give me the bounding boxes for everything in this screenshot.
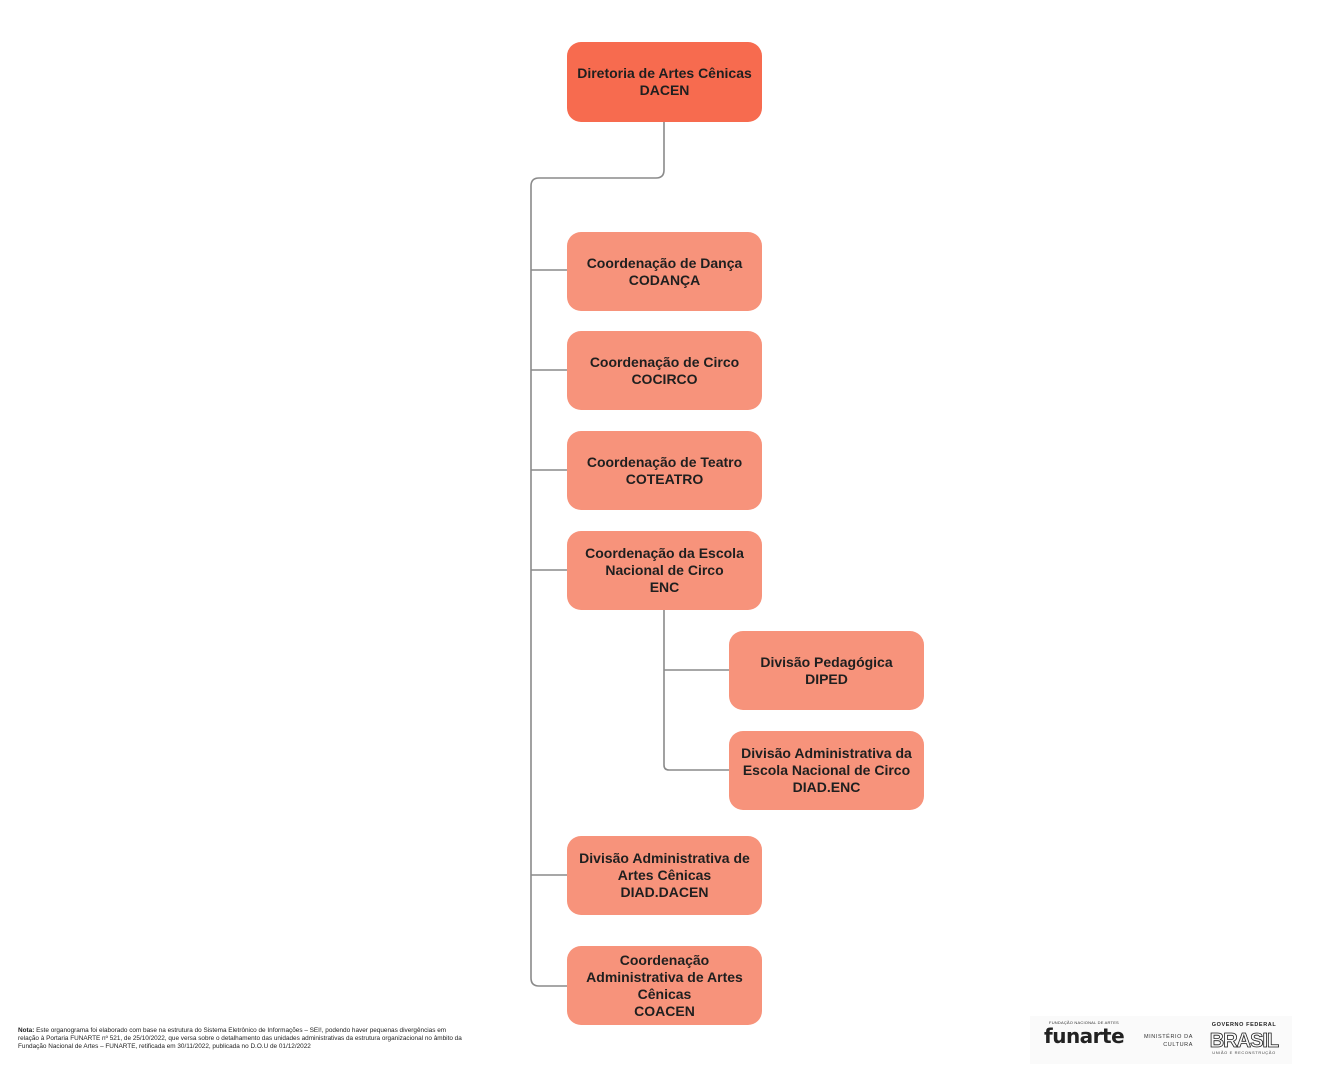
- ministry-logo: MINISTÉRIO DA CULTURA: [1137, 1033, 1193, 1049]
- node-diped-name: Divisão Pedagógica: [760, 653, 893, 670]
- node-diad-dacen: Divisão Administrativa de Artes Cênicas …: [567, 836, 762, 915]
- node-enc: Coordenação da Escola Nacional de Circo …: [567, 531, 762, 610]
- connector-root-trunk: [530, 122, 665, 987]
- node-diad-enc: Divisão Administrativa da Escola Naciona…: [729, 731, 924, 810]
- node-enc-name-1: Coordenação da Escola: [585, 545, 744, 561]
- node-coacen-name-2: Administrativa de Artes: [586, 968, 743, 985]
- government-logo-bottom: UNIÃO E RECONSTRUÇÃO: [1212, 1050, 1276, 1055]
- node-diad-enc-name-2: Escola Nacional de Circo: [742, 762, 911, 778]
- node-diad-dacen-acronym: DIAD.DACEN: [620, 884, 709, 900]
- node-codanca-acronym: CODANÇA: [628, 271, 701, 288]
- node-dacen-acronym: DACEN: [639, 82, 690, 98]
- node-enc-acronym: ENC: [649, 579, 680, 595]
- node-coteatro: Coordenação de Teatro COTEATRO: [567, 431, 762, 510]
- node-cocirco: Coordenação de Circo COCIRCO: [567, 331, 762, 410]
- ministry-line-1: MINISTÉRIO DA: [1143, 1034, 1193, 1040]
- footnote-label: Nota:: [18, 1027, 35, 1034]
- node-diped-acronym: DIPED: [805, 670, 848, 687]
- funarte-logo: FUNDAÇÃO NACIONAL DE ARTES funarte: [1044, 1020, 1125, 1048]
- node-diped: Divisão Pedagógica DIPED: [729, 631, 924, 710]
- funarte-logo-subtitle: FUNDAÇÃO NACIONAL DE ARTES: [1049, 1020, 1119, 1025]
- node-dacen: Diretoria de Artes Cênicas DACEN: [567, 42, 762, 122]
- node-coacen-acronym: COACEN: [634, 1002, 695, 1019]
- connector-enc-trunk: [663, 610, 729, 771]
- node-codanca-name: Coordenação de Dança: [586, 254, 743, 271]
- node-cocirco-name: Coordenação de Circo: [589, 353, 740, 370]
- node-dacen-name: Diretoria de Artes Cênicas: [577, 65, 752, 81]
- node-coteatro-acronym: COTEATRO: [625, 470, 704, 487]
- node-diad-dacen-name-1: Divisão Administrativa de: [579, 850, 750, 866]
- node-diad-dacen-name-2: Artes Cênicas: [617, 867, 712, 883]
- node-diad-enc-acronym: DIAD.ENC: [792, 779, 861, 795]
- node-coteatro-name: Coordenação de Teatro: [586, 453, 743, 470]
- government-logo-top: GOVERNO FEDERAL: [1211, 1022, 1277, 1028]
- node-coacen-name-3: Cênicas: [637, 985, 692, 1002]
- footnote: Nota: Este organograma foi elaborado com…: [18, 1027, 468, 1051]
- node-diad-enc-name-1: Divisão Administrativa da: [741, 745, 912, 761]
- government-logo: GOVERNO FEDERAL BRASIL UNIÃO E RECONSTRU…: [1202, 1022, 1286, 1056]
- node-coacen-name-1: Coordenação: [619, 951, 710, 968]
- node-coacen: Coordenação Administrativa de Artes Cêni…: [567, 946, 762, 1025]
- funarte-logo-wordmark: funarte: [1044, 1024, 1125, 1048]
- footnote-text: Este organograma foi elaborado com base …: [18, 1027, 462, 1050]
- node-enc-name-2: Nacional de Circo: [605, 562, 724, 578]
- brasil-wordmark-text: BRASIL: [1210, 1030, 1279, 1050]
- ministry-line-2: CULTURA: [1163, 1042, 1193, 1048]
- node-cocirco-acronym: COCIRCO: [631, 370, 698, 387]
- node-codanca: Coordenação de Dança CODANÇA: [567, 232, 762, 311]
- logo-strip: FUNDAÇÃO NACIONAL DE ARTES funarte MINIS…: [1030, 1016, 1292, 1064]
- brasil-wordmark-icon: BRASIL: [1209, 1030, 1280, 1050]
